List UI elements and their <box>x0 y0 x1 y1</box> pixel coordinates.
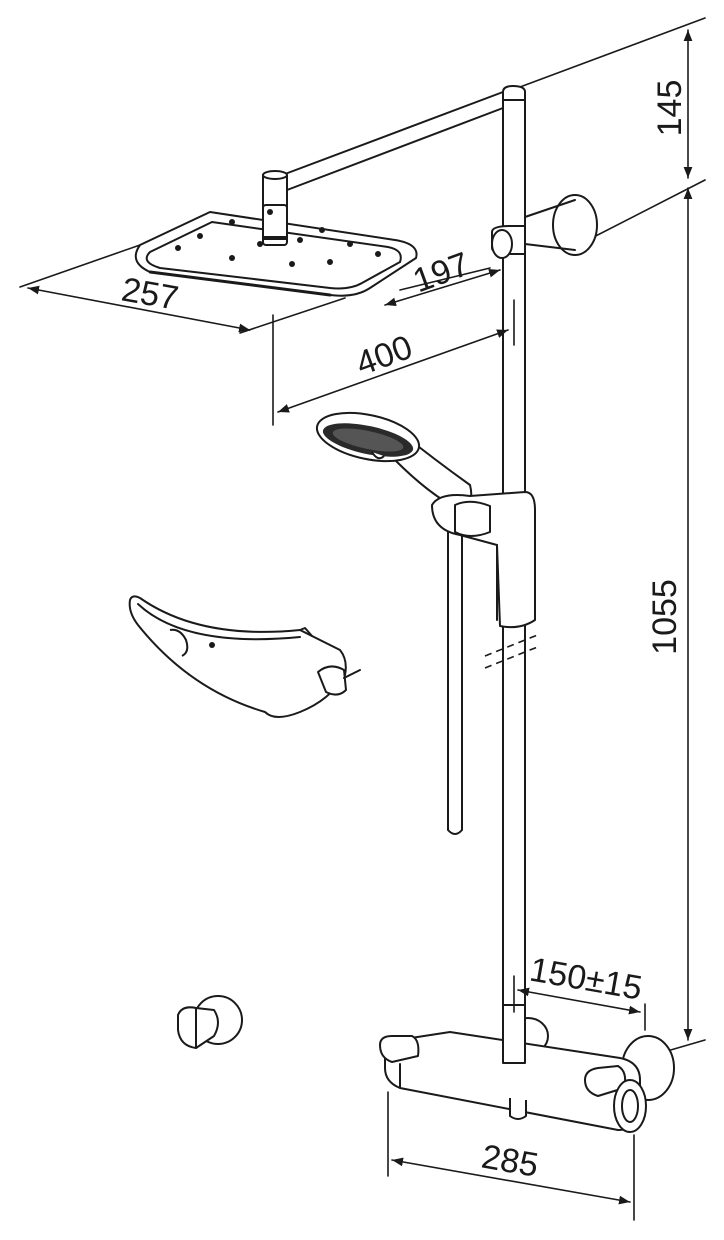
thermostatic-mixer <box>379 1004 675 1133</box>
dim-197-label: 197 <box>408 245 474 300</box>
shower-shelf <box>128 595 361 718</box>
dim-1055-label: 1055 <box>646 579 684 655</box>
dim-145-label: 145 <box>651 80 689 137</box>
wall-bracket-top <box>491 194 598 259</box>
hand-shower <box>315 411 536 835</box>
dim-400-label: 400 <box>351 328 417 383</box>
wall-outlet <box>177 995 243 1049</box>
overhead-shower-head <box>134 170 418 297</box>
dim-257-label: 257 <box>119 271 181 318</box>
dim-150-label: 150±15 <box>527 951 645 1008</box>
height-dimension: 145 1055 <box>519 17 706 1057</box>
